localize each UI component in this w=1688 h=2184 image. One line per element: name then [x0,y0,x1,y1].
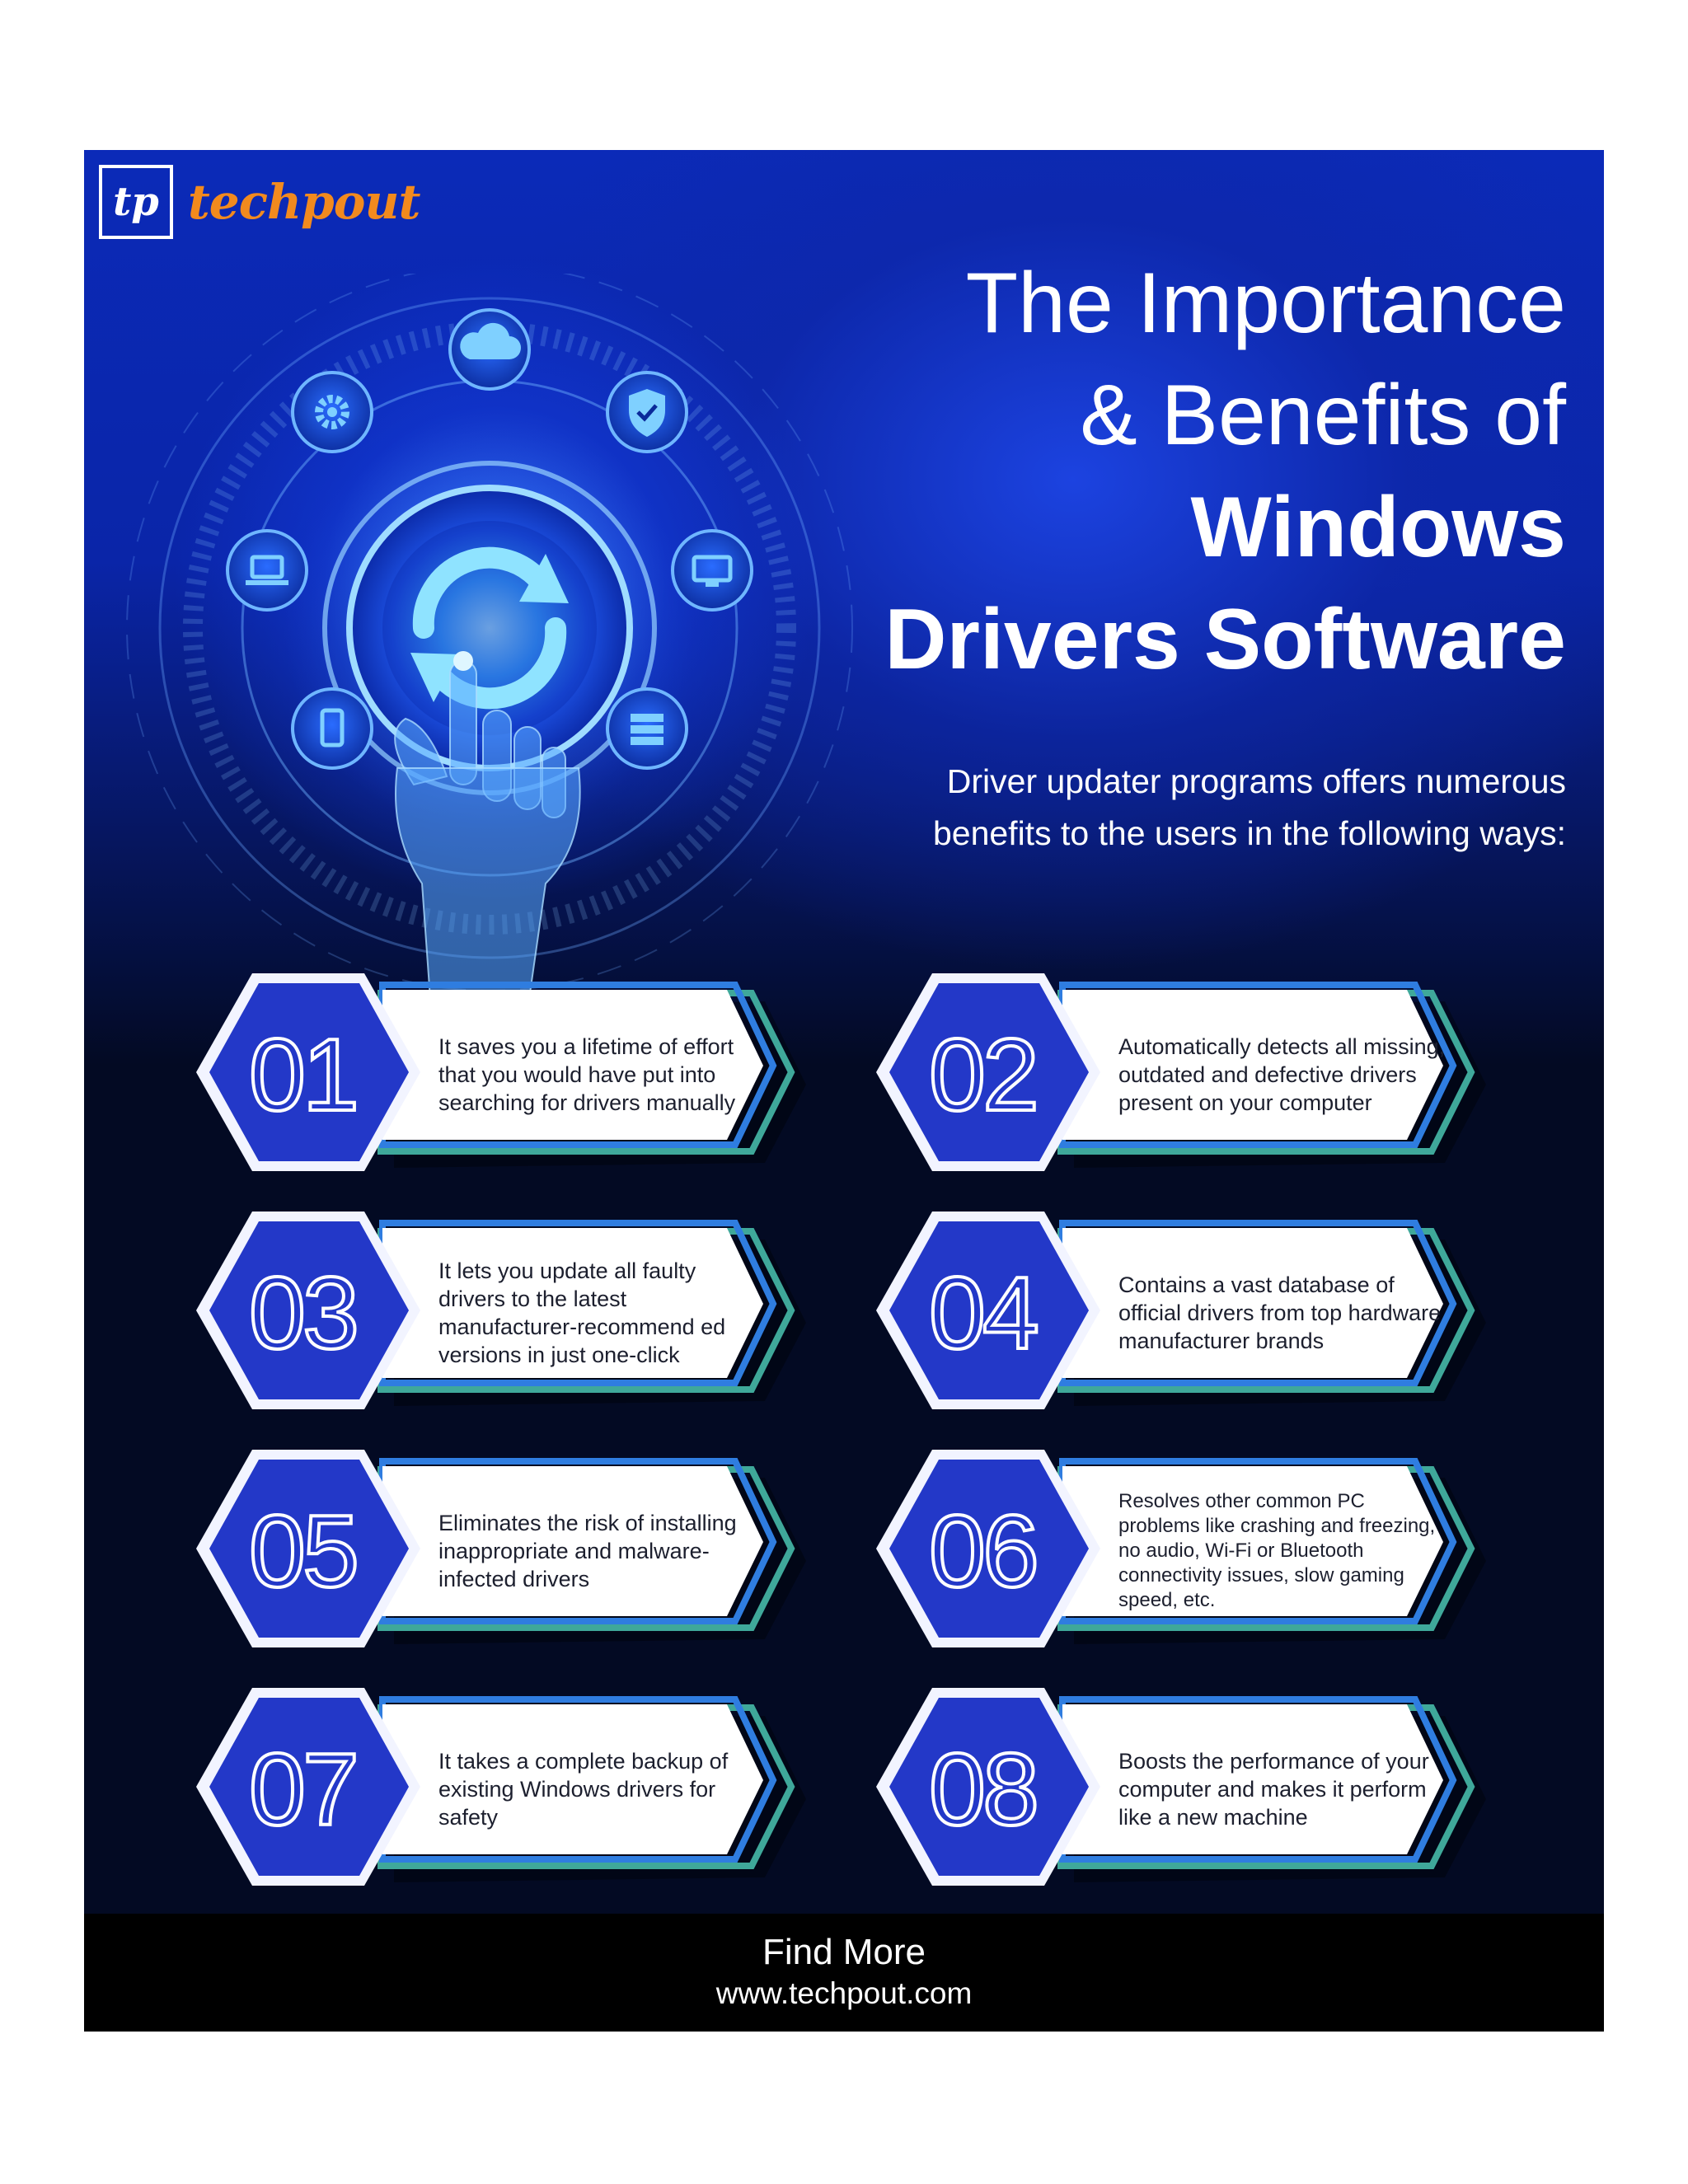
benefit-text: Eliminates the risk of installing inappr… [438,1511,737,1591]
benefit-text: Automatically detects all missing, outda… [1118,1034,1446,1115]
monitor-icon [671,529,753,612]
tech-circle-illustration [126,274,853,1000]
card-shape [876,1450,1486,1647]
benefit-number: 04 [927,1257,1041,1371]
benefit-card-01: 01 It saves you a lifetime of effort tha… [191,970,818,1176]
logo-mark: tp [99,165,173,239]
subtitle-line-2: benefits to the users in the following w… [932,814,1566,852]
title-line-3: Windows [1190,480,1566,575]
benefit-card-02: 02 Automatically detects all missing, ou… [871,970,1498,1176]
subtitle: Driver updater programs offers numerous … [742,756,1566,860]
robot-hand-icon [394,660,581,1000]
card-shape [876,1688,1486,1886]
benefit-card-08: 08 Boosts the performance of your comput… [871,1685,1498,1891]
logo-name: techpout [188,174,420,230]
benefit-number: 07 [247,1733,361,1847]
card-shape [196,1212,806,1409]
infographic-poster: tp techpout [84,150,1604,2032]
benefit-text: It takes a complete backup of existing W… [438,1749,729,1830]
benefit-text: It saves you a lifetime of effort that y… [438,1034,736,1115]
card-shape [196,973,806,1171]
benefit-number: 03 [247,1257,361,1371]
server-icon [606,687,688,770]
benefit-text: It lets you update all faulty drivers to… [438,1258,726,1367]
benefit-card-03: 03 It lets you update all faulty drivers… [191,1208,818,1414]
benefit-number: 06 [927,1495,1041,1609]
benefit-card-07: 07 It takes a complete backup of existin… [191,1685,818,1891]
laptop-icon [226,529,308,612]
benefit-card-06: 06 Resolves other common PC problems lik… [871,1446,1498,1652]
title-line-4: Drivers Software [884,592,1566,687]
mobile-icon [291,687,373,770]
cloud-icon [448,308,531,391]
benefit-number: 01 [247,1019,361,1132]
gear-icon [291,371,373,453]
find-more-label: Find More [762,1932,926,1972]
benefit-text: Boosts the performance of your computer … [1118,1749,1429,1830]
card-shape [876,1212,1486,1409]
title-line-1: The Importance [965,255,1566,351]
subtitle-line-1: Driver updater programs offers numerous [946,762,1566,800]
benefit-number: 02 [927,1019,1041,1132]
benefit-card-04: 04 Contains a vast database of official … [871,1208,1498,1414]
benefit-number: 08 [927,1733,1041,1847]
footer-bar: Find More www.techpout.com [84,1914,1604,2032]
footer-url-link[interactable]: www.techpout.com [715,1976,973,2010]
card-shape [196,1450,806,1647]
title-line-2: & Benefits of [1080,368,1566,463]
card-shape [876,973,1486,1171]
card-shape [196,1688,806,1886]
benefit-card-05: 05 Eliminates the risk of installing ina… [191,1446,818,1652]
benefit-text: Contains a vast database of official dri… [1118,1272,1442,1353]
brand-logo[interactable]: tp techpout [99,165,420,239]
shield-check-icon [606,371,688,453]
benefit-text: Resolves other common PC problems like c… [1118,1490,1436,1611]
page-title: The Importance & Benefits of Windows Dri… [742,247,1566,696]
benefit-number: 05 [247,1495,361,1609]
